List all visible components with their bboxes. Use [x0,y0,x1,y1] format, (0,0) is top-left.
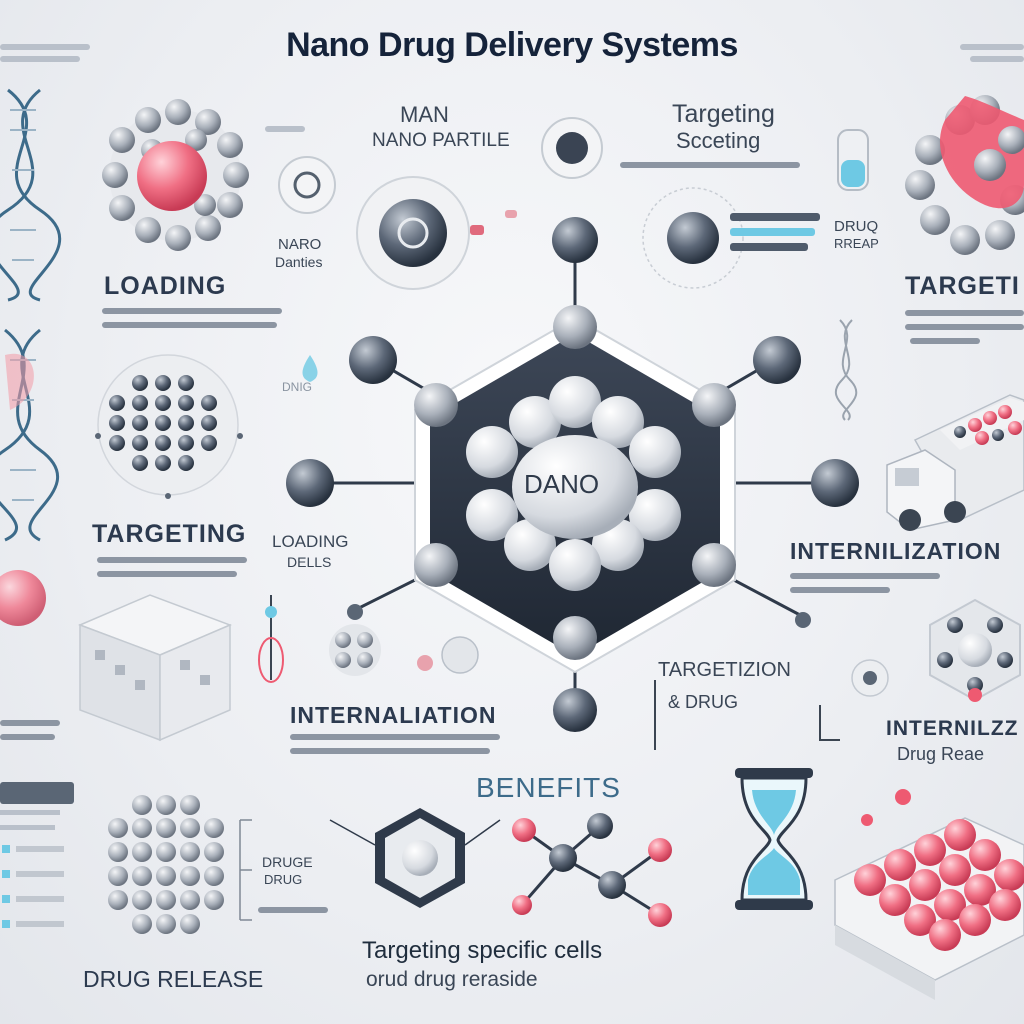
label-drug-release-right: Drug Reae [897,744,985,764]
delivery-truck-icon [886,394,1024,531]
drug-release-grid-particles [108,795,224,934]
blur-text [910,338,980,344]
blur-text [620,162,800,168]
label-targeting-top: Targeting [672,100,775,128]
blur-text [0,734,55,740]
satellite-nodes [347,604,811,628]
label-targetizion: TARGETIZION [658,659,791,681]
blur-text [0,56,80,62]
hourglass-icon [735,768,813,910]
blur-text [905,324,1024,330]
vial-icon [837,129,869,191]
label-dells: DELLS [287,554,332,570]
benefits-hexagon-icon [375,808,465,908]
blur-text [290,734,500,740]
blur-text [790,573,940,579]
label-man: MAN [400,102,449,127]
blur-text [265,126,305,132]
label-rreap: RREAP [834,236,879,251]
dna-helix-icon [0,88,62,542]
mini-dna-icon [834,319,858,421]
targeting-grid-particles [95,354,243,499]
targeting-cell-cluster [905,95,1024,255]
blur-text [0,720,60,726]
blur-text [905,310,1024,316]
vertex-nodes [414,305,736,660]
label-naro: NARO [278,236,322,253]
center-label: DANO [524,469,600,499]
cell-icon [0,570,46,626]
drug-cube-icon [77,594,233,742]
central-sphere-cluster [466,376,681,591]
label-benefits: BENEFITS [476,772,621,803]
label-drug-small: DRUG [264,872,303,887]
blur-text [290,748,490,754]
blur-text [102,322,277,328]
drug-release-tray-icon [834,789,1024,1000]
label-danties: Danties [275,254,323,270]
label-drug-reside: orud drug reraside [366,968,538,991]
label-targeting-top-right: TARGETI [905,272,1020,300]
cell-group-icon [329,624,479,676]
nano-particle-lens-icon [356,176,517,290]
label-targeting-specific-cells: Targeting specific cells [362,937,603,964]
label-loading-dells: LOADING [272,532,349,551]
info-panel [0,782,74,928]
label-nano-partile: NANO PARTILE [372,130,510,151]
benefits-arrows [329,819,501,846]
drug-syringe-icon [642,187,820,289]
blur-text [960,44,1024,50]
blur-text [970,56,1024,62]
label-internalization-left: INTERNALIATION [290,702,497,728]
loading-nanoparticle-cluster [102,99,249,251]
drug-drop-icon [302,355,318,382]
pipette-icon [654,680,840,750]
internalization-hexagon-icon [929,598,1021,702]
blur-text [97,571,237,577]
bracket-line [239,819,252,921]
label-targeting-left: TARGETING [92,520,247,548]
label-internalization-right: INTERNILIZATION [790,538,1002,564]
page-title: Nano Drug Delivery Systems [286,26,738,64]
label-druge: DRUGE [262,854,313,870]
benefits-molecule-icon [512,813,672,927]
capsule-icon [541,117,603,179]
blur-text [97,557,247,563]
label-druq: DRUQ [834,218,879,235]
label-dnig: DNIG [282,380,312,394]
gear-icon [278,156,336,214]
small-device-icon [851,659,889,697]
receptor-icon [258,595,284,683]
label-and-drug: & DRUG [668,692,739,712]
blur-text [790,587,890,593]
label-scceting: Scceting [676,128,761,153]
label-loading: LOADING [104,272,227,300]
label-internalization-bottom-right: INTERNILZZ [886,717,1019,740]
cell-fragment-icon [5,353,34,410]
blur-text [258,907,328,913]
label-drug-release-left: DRUG RELEASE [83,966,264,992]
connector-nodes [286,217,859,732]
blur-text [102,308,282,314]
blur-text [0,44,90,50]
